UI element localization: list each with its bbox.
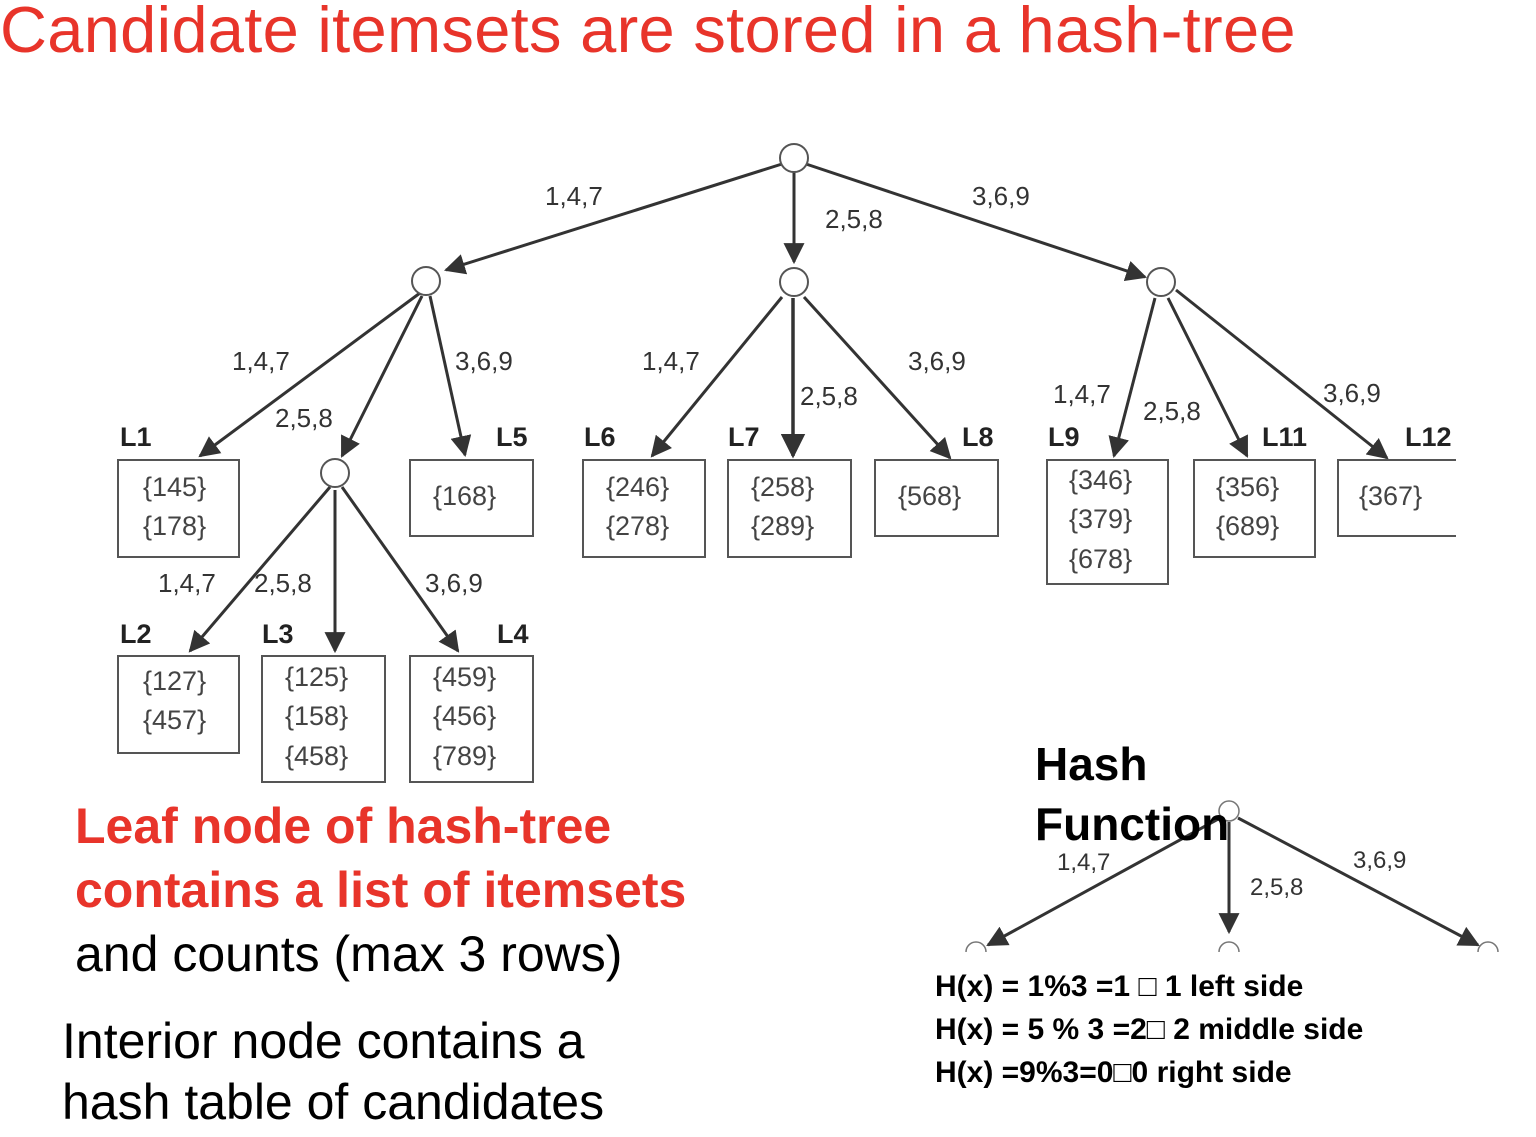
leaf-box-l4: {459} {456} {789} [409,655,534,783]
edge-b-left [650,296,784,458]
edge-label-b-left: 1,4,7 [642,346,700,376]
interior-description-line2: hash table of candidates [62,1074,605,1130]
edge-root-right [805,162,1147,281]
itemset: {125} [285,662,348,692]
mini-node-left [965,941,987,953]
itemset: {168} [433,481,496,511]
leaf-box-l1: {145} {178} [117,459,240,558]
itemset: {178} [143,511,206,541]
edge-root-left [443,162,783,275]
leaf-box-l8: {568} [874,459,999,537]
interior-node-right [1146,267,1176,297]
leaf-label-l12: L12 [1405,422,1452,452]
edge-c-middle [1166,297,1249,458]
leaf-label-l6: L6 [584,422,616,452]
itemset: {346} [1069,465,1132,495]
itemset: {367} [1359,481,1422,511]
edge-label-c-left: 1,4,7 [1053,379,1111,409]
edge-label-d-right: 3,6,9 [425,568,483,598]
edge-label-a-middle: 2,5,8 [275,403,333,433]
edge-c-left [1108,297,1157,459]
leaf-label-l4: L4 [497,619,529,649]
itemset: {678} [1069,544,1132,574]
interior-description-line1: Interior node contains a [62,1013,585,1069]
itemset: {278} [606,511,669,541]
itemset: {246} [606,472,669,502]
leaf-label-l11: L11 [1262,422,1307,452]
itemset: {158} [285,701,348,731]
edge-b-right [802,295,952,460]
leaf-box-l5: {168} [409,459,534,537]
edge-label-c-middle: 2,5,8 [1143,396,1201,426]
itemset: {457} [143,705,206,735]
edge-a-middle [340,295,424,458]
leaf-label-l2: L2 [120,619,152,649]
hash-rule-1: H(x) = 1%3 =1 □ 1 left side [935,970,1304,1003]
leaf-box-l6: {246} {278} [582,459,706,558]
leaf-box-l7: {258} {289} [727,459,852,558]
leaf-box-l9: {346} {379} {678} [1046,459,1169,585]
edge-label-root-right: 3,6,9 [972,181,1030,211]
edge-a-right [428,295,472,458]
mini-edge-right [1237,816,1480,947]
mini-node-middle [1218,941,1240,953]
itemset: {459} [433,662,496,692]
leaf-label-l3: L3 [262,619,294,649]
page-title: Candidate itemsets are stored in a hash-… [0,0,1296,66]
mini-edge-label-middle: 2,5,8 [1250,874,1303,901]
itemset: {456} [433,701,496,731]
edge-label-b-middle: 2,5,8 [800,381,858,411]
interior-node-deep [320,458,350,488]
leaf-description-line1: Leaf node of hash-tree [75,798,612,854]
edge-label-b-right: 3,6,9 [908,346,966,376]
edge-d-left [188,486,332,653]
itemset: {458} [285,741,348,771]
itemset: {258} [751,472,814,502]
leaf-box-l11: {356} {689} [1193,459,1316,558]
itemset: {689} [1216,511,1279,541]
leaf-description-line2: contains a list of itemsets [75,862,687,918]
edge-label-root-left: 1,4,7 [545,181,603,211]
hash-rule-2: H(x) = 5 % 3 =2□ 2 middle side [935,1013,1364,1046]
leaf-label-l9: L9 [1048,422,1080,452]
leaf-box-l3: {125} {158} {458} [261,655,386,783]
itemset: {568} [898,481,961,511]
edge-label-a-left: 1,4,7 [232,346,290,376]
mini-edge-label-right: 3,6,9 [1353,847,1406,874]
edge-d-right [340,486,460,653]
itemset: {127} [143,666,206,696]
mini-node-right [1477,941,1499,953]
edge-label-a-right: 3,6,9 [455,346,513,376]
root-node [779,143,809,173]
itemset: {145} [143,472,206,502]
interior-node-left [411,266,441,296]
hash-rule-3: H(x) =9%3=0□0 right side [935,1056,1292,1089]
itemset: {289} [751,511,814,541]
leaf-label-l5: L5 [496,422,528,452]
leaf-description-line3: and counts (max 3 rows) [75,926,623,982]
edge-label-d-left: 1,4,7 [158,568,216,598]
hash-function-title-line2: Function [1035,798,1230,850]
leaf-box-l2: {127} {457} [117,655,240,754]
leaf-box-l12: {367} [1337,459,1456,537]
itemset: {379} [1069,504,1132,534]
mini-edge-left [986,816,1221,947]
edge-a-left [198,291,421,458]
leaf-label-l1: L1 [120,422,152,452]
leaf-label-l8: L8 [962,422,994,452]
edge-label-root-middle: 2,5,8 [825,204,883,234]
mini-root-node [1218,800,1240,822]
edge-label-c-right: 3,6,9 [1323,378,1381,408]
edge-label-d-middle: 2,5,8 [254,568,312,598]
interior-node-middle [779,267,809,297]
hash-function-title-line1: Hash [1035,738,1148,790]
leaf-label-l7: L7 [728,422,760,452]
mini-edge-label-left: 1,4,7 [1057,849,1110,876]
itemset: {789} [433,741,496,771]
itemset: {356} [1216,472,1279,502]
edge-c-right [1175,288,1389,460]
